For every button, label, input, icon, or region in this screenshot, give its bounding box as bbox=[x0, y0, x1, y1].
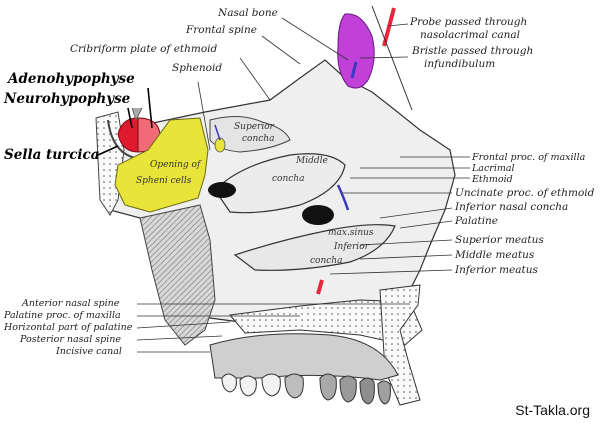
tooth bbox=[261, 373, 281, 397]
label-probe-line2: nasolacrimal canal bbox=[420, 29, 521, 41]
label-horizontal-palatine: Horizontal part of palatine bbox=[4, 322, 133, 333]
label-anterior-nasal-spine: Anterior nasal spine bbox=[22, 298, 120, 309]
label-lacrimal: Lacrimal bbox=[472, 163, 515, 174]
sphenoid-sinus bbox=[114, 117, 209, 213]
probe-inferior-meatus bbox=[316, 279, 324, 295]
label-sella-turcica: Sella turcica bbox=[4, 147, 100, 163]
label-nasal-bone: Nasal bone bbox=[218, 7, 278, 19]
hard-palate bbox=[229, 299, 423, 346]
label-neurohypophyse: Neurohypophyse bbox=[4, 91, 131, 107]
leader-probe bbox=[387, 23, 409, 27]
label-palatine-proc-maxilla: Palatine proc. of maxilla bbox=[4, 310, 121, 321]
watermark: St-Takla.org bbox=[515, 402, 590, 418]
leader-middle-meatus bbox=[359, 254, 453, 260]
label-frontal-spine: Frontal spine bbox=[186, 24, 258, 36]
superior-concha bbox=[209, 116, 291, 153]
label-uncinate-proc: Uncinate proc. of ethmoid bbox=[455, 187, 595, 199]
label-inferior-meatus: Inferior meatus bbox=[455, 264, 538, 276]
label-sphenoid-opening-2: Spheni cells bbox=[136, 176, 192, 186]
leader-frontal-spine bbox=[261, 35, 301, 65]
label-probe-line1: Probe passed through bbox=[410, 16, 528, 28]
label-bristle-line2: infundibulum bbox=[424, 58, 496, 70]
label-middle-meatus: Middle meatus bbox=[455, 249, 535, 261]
bristle-sphenoid bbox=[214, 124, 221, 141]
leader-lines bbox=[97, 17, 470, 353]
sphenoid-bone bbox=[139, 204, 216, 346]
label-superior-meatus: Superior meatus bbox=[455, 234, 544, 246]
label-posterior-nasal-spine: Posterior nasal spine bbox=[20, 334, 122, 345]
leader-adenohypophyse bbox=[147, 87, 153, 129]
tooth bbox=[319, 373, 337, 401]
alveolar-process bbox=[209, 333, 399, 381]
tooth bbox=[284, 373, 304, 399]
label-palatine: Palatine bbox=[455, 215, 499, 227]
label-inferior-nasal-concha: Inferior nasal concha bbox=[455, 201, 569, 213]
label-sphenoid: Sphenoid bbox=[172, 62, 223, 74]
label-frontal-proc-maxilla: Frontal proc. of maxilla bbox=[472, 152, 586, 163]
probe bbox=[382, 7, 396, 47]
label-ethmoid: Ethmoid bbox=[472, 174, 513, 185]
label-superior-concha-1: Superior bbox=[234, 122, 274, 132]
label-middle-concha-1: Middle bbox=[296, 156, 328, 166]
tooth bbox=[359, 377, 375, 405]
middle-concha bbox=[214, 153, 346, 214]
leader-horizontal-palatine bbox=[136, 321, 231, 329]
inferior-concha bbox=[233, 224, 396, 271]
nasal-bone-outline bbox=[371, 5, 413, 111]
tooth bbox=[239, 375, 257, 397]
sphenoid-opening-yellow bbox=[214, 137, 226, 153]
tooth bbox=[377, 380, 391, 405]
leader-nasal-bone bbox=[281, 17, 349, 61]
label-superior-concha-2: concha bbox=[242, 134, 275, 144]
label-incisive-canal: Incisive canal bbox=[56, 346, 122, 357]
label-middle-concha-2: concha bbox=[272, 174, 305, 184]
leader-bristle bbox=[359, 56, 409, 59]
pituitary-stalk bbox=[131, 107, 143, 122]
bristle-infundibulum bbox=[336, 184, 350, 211]
tooth bbox=[221, 373, 237, 393]
label-inferior-concha-2: concha bbox=[310, 256, 343, 266]
label-adenohypophyse: Adenohypophyse bbox=[8, 71, 135, 87]
label-max-sinus: max.sinus bbox=[328, 228, 374, 238]
leader-inferior-meatus bbox=[329, 269, 453, 275]
label-inferior-concha-1: Inferior bbox=[334, 242, 369, 252]
leader-superior-meatus bbox=[359, 239, 453, 246]
leader-neurohypophyse bbox=[127, 107, 133, 129]
frontal-sinus bbox=[337, 13, 375, 89]
maxillary-sinus-opening bbox=[302, 205, 334, 225]
label-bristle-line1: Bristle passed through bbox=[412, 45, 534, 57]
tooth bbox=[339, 375, 357, 403]
bristle-frontal bbox=[350, 61, 358, 79]
label-cribriform-plate: Cribriform plate of ethmoid bbox=[70, 43, 218, 55]
label-sphenoid-opening-1: Opening of bbox=[150, 160, 201, 170]
leader-cribriform bbox=[239, 57, 271, 101]
leader-palatine bbox=[399, 220, 453, 229]
teeth bbox=[221, 373, 391, 405]
leader-sphenoid bbox=[197, 81, 211, 151]
sphenopalatine-foramen bbox=[208, 182, 236, 198]
leader-inf-nasal-concha bbox=[379, 207, 453, 219]
leader-sella-turcica bbox=[97, 145, 119, 156]
leader-posterior-nasal-spine bbox=[136, 335, 223, 341]
